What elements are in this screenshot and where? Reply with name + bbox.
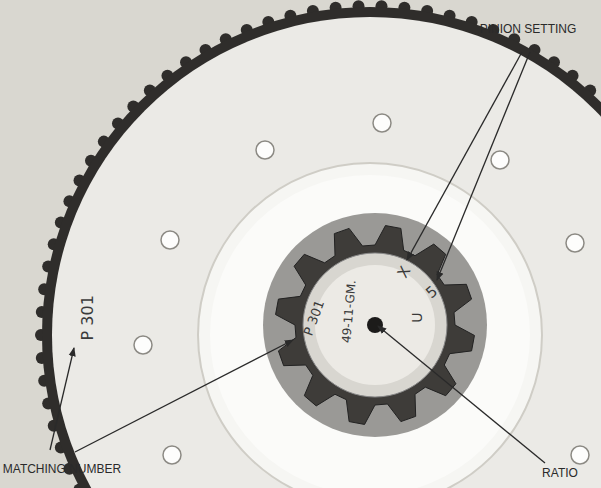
callout-label: RATIO: [530, 467, 590, 480]
bolt-holes: [134, 114, 589, 464]
callout-label: PINION SETTING: [473, 23, 583, 36]
pinion-gear: [263, 213, 487, 437]
stamp-mark: U: [410, 313, 425, 323]
callout-label: MATCHING NUMBER: [0, 463, 127, 476]
leader-lines: [50, 52, 545, 463]
matching-number: P 301: [79, 295, 97, 340]
ring-gear: [35, 0, 601, 488]
